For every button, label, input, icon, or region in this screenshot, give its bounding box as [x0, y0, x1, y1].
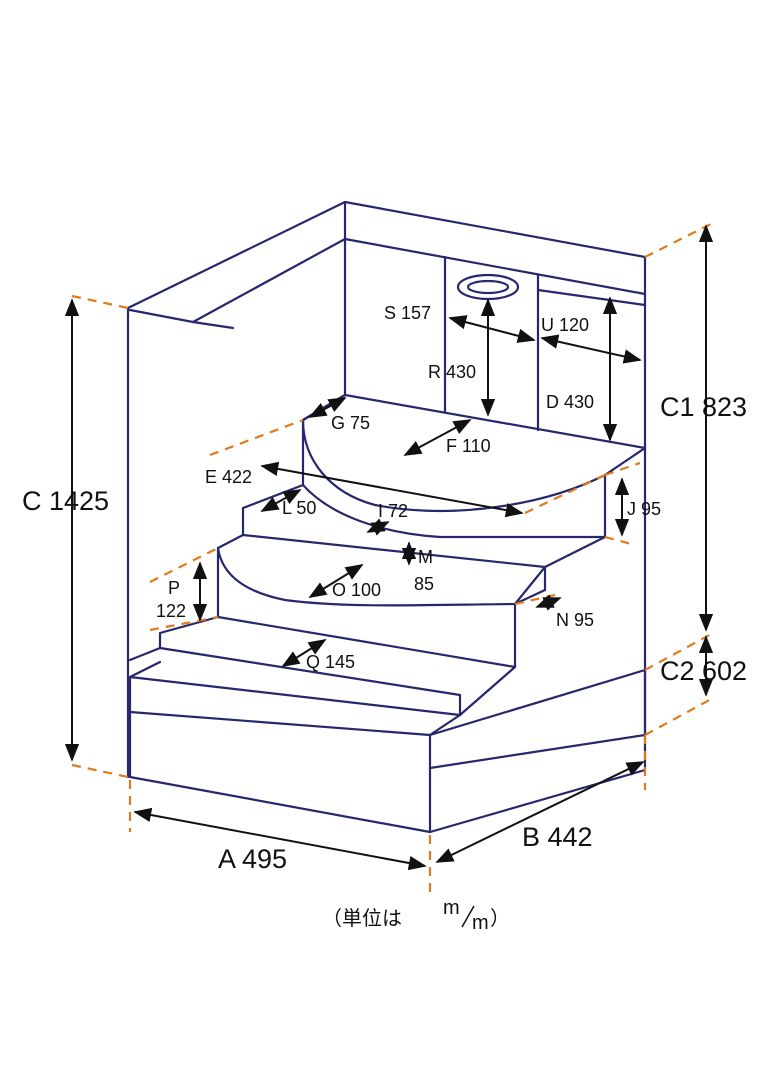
- label-l: L 50: [282, 498, 316, 518]
- arrow-n: [535, 594, 562, 611]
- left-wall-rail: [128, 237, 347, 324]
- label-e: E 422: [205, 467, 252, 487]
- label-f: F 110: [446, 436, 491, 456]
- left-wall: [126, 200, 647, 779]
- ext-j-bottom: [604, 535, 636, 547]
- ext-p-top: [149, 547, 219, 583]
- left-wall-rail-end: [191, 320, 235, 330]
- label-r: R 430: [428, 362, 476, 382]
- label-o: O 100: [332, 580, 381, 600]
- unit-note: （単位は m m ）: [322, 897, 510, 934]
- label-c: C 1425: [22, 486, 109, 516]
- arrow-q: [281, 639, 327, 667]
- fourth-step-link: [128, 646, 162, 662]
- label-b: B 442: [522, 822, 593, 852]
- unit-note-slash: [461, 905, 475, 928]
- dimension-labels: C 1425 A 495 B 442 C1 823 C2 602 D 430 R…: [22, 303, 747, 874]
- base-block: [128, 660, 647, 834]
- arrow-e: [260, 461, 524, 518]
- label-u: U 120: [541, 315, 589, 335]
- arrow-b: [435, 761, 645, 863]
- label-n: N 95: [556, 610, 594, 630]
- unit-note-prefix: （単位は: [322, 907, 402, 930]
- ext-c-top: [71, 294, 129, 310]
- third-step-outline: [216, 546, 547, 669]
- arrow-i: [366, 518, 390, 536]
- label-m-letter: M: [418, 547, 433, 567]
- ext-j-top: [604, 461, 641, 477]
- second-step-curved-edge: [216, 533, 547, 607]
- base-step-corner: [428, 713, 462, 737]
- label-c2: C2 602: [660, 656, 747, 686]
- label-c1: C1 823: [660, 392, 747, 422]
- back-panel-shelf: [536, 288, 647, 307]
- ext-c-bottom: [71, 763, 129, 779]
- label-i: I 72: [378, 501, 408, 521]
- label-p-value: 122: [156, 601, 186, 621]
- label-p-letter: P: [168, 578, 180, 598]
- label-j: J 95: [627, 499, 661, 519]
- unit-note-numerator: m: [443, 897, 460, 919]
- arrow-f: [403, 419, 472, 456]
- arrow-l: [260, 489, 302, 512]
- arrow-u: [540, 334, 642, 364]
- ext-p-bottom: [149, 615, 219, 632]
- label-d: D 430: [546, 392, 594, 412]
- arrow-g: [308, 397, 347, 418]
- arrow-s: [448, 315, 536, 343]
- arrow-o: [308, 564, 364, 598]
- label-a: A 495: [218, 844, 287, 874]
- unit-outline: [126, 200, 647, 834]
- label-q: Q 145: [306, 652, 355, 672]
- label-s: S 157: [384, 303, 431, 323]
- ext-c1-top: [644, 221, 716, 258]
- label-m-value: 85: [414, 574, 434, 594]
- unit-note-denominator: m: [472, 912, 489, 934]
- back-wall-top-band: [343, 237, 647, 296]
- ext-e-left: [209, 418, 304, 457]
- fourth-step-outline: [158, 615, 517, 717]
- label-g: G 75: [331, 413, 370, 433]
- unit-note-suffix: ）: [490, 907, 510, 930]
- drain-inner-ring: [466, 279, 510, 295]
- dimension-arrows: [64, 224, 714, 871]
- ext-c2-bottom: [644, 696, 716, 736]
- arrow-a: [133, 807, 427, 871]
